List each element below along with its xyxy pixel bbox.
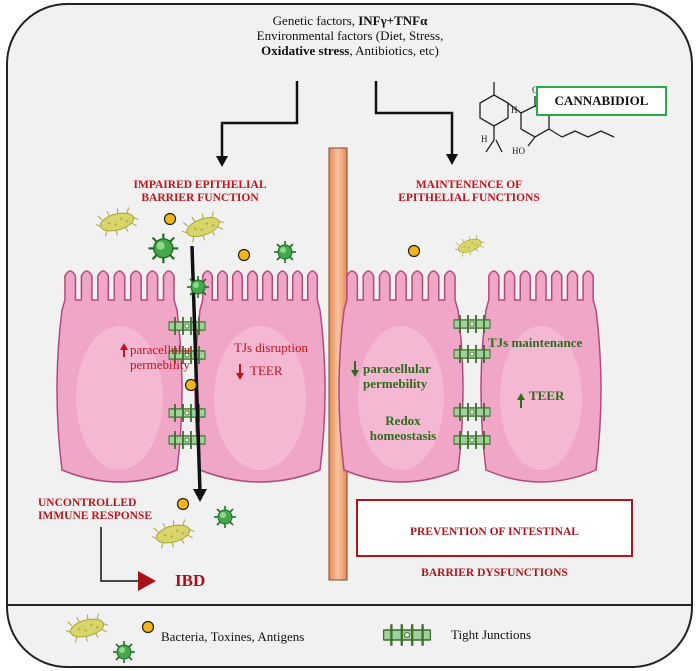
left-input-arrow [220, 81, 299, 158]
cell-left-2-highlight [214, 326, 306, 470]
right-input-arrow [374, 81, 454, 156]
header-factors: Genetic factors, INFγ+TNFα Environmental… [256, 13, 444, 58]
right-arrow-indicators [351, 361, 525, 408]
molecule-h-bottom: H [481, 134, 488, 144]
legend-bacteria-label: Bacteria, Toxines, Antigens [161, 629, 305, 644]
right-teer-label: TEER [529, 388, 565, 403]
legend-tight-junctions-label: Tight Junctions [451, 627, 532, 642]
cell-right-2-highlight [500, 326, 582, 470]
cannabidiol-molecule [479, 82, 615, 153]
molecule-h-top: H [511, 105, 518, 115]
tjs-maintenance-label: TJs maintenance [488, 335, 583, 350]
cell-right-1-highlight [358, 326, 444, 470]
ibd-arrow [100, 527, 140, 582]
tjs-disruption-label: TJs disruption [234, 340, 309, 355]
left-arrow-indicators [120, 343, 244, 380]
epithelial-cells [56, 270, 602, 483]
molecule-oh-bottom: HO [512, 146, 525, 156]
cell-left-1-highlight [76, 326, 163, 470]
cannabidiol-label: CANNABIDIOL [536, 86, 667, 116]
left-teer-label: TEER [250, 363, 283, 378]
ibd-label: IBD [175, 571, 206, 590]
